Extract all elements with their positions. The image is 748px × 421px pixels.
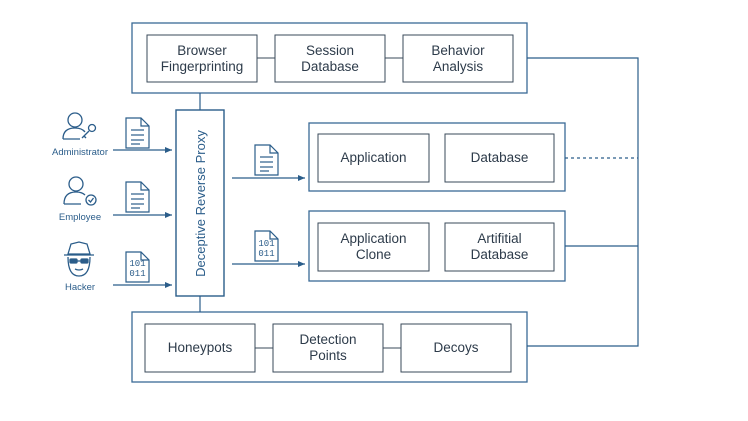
binary-line-2: 011 — [258, 249, 275, 259]
application-clone-box — [317, 222, 430, 272]
session-database-box — [274, 34, 386, 83]
administrator-caption: Administrator — [52, 147, 108, 158]
hacker-icon — [64, 241, 94, 277]
administrator-icon — [62, 112, 97, 140]
binary-document-icon — [125, 251, 150, 283]
session-database-label: Session Database — [301, 42, 359, 74]
document-icon — [254, 144, 279, 176]
binary-text-clone: 101 011 — [255, 239, 278, 259]
artificial-database-box — [444, 222, 555, 272]
behavior-analysis-label: Behavior Analysis — [431, 42, 485, 74]
binary-line-1: 101 — [129, 259, 146, 269]
document-icon — [125, 181, 150, 213]
real-backend-box — [308, 122, 566, 192]
honeypots-box — [144, 323, 256, 373]
employee-caption: Employee — [58, 212, 102, 223]
binary-line-2: 011 — [129, 269, 146, 279]
document-icon — [125, 117, 150, 149]
application-box — [317, 133, 430, 183]
browser-fingerprinting-label: Browser Fingerprinting — [160, 42, 244, 74]
proxy-label-text: Deceptive Reverse Proxy — [192, 129, 208, 277]
application-label: Application — [340, 150, 407, 165]
binary-text-hacker: 101 011 — [126, 259, 149, 279]
decoys-box — [400, 323, 512, 373]
detection-points-label: Detection Points — [299, 332, 357, 363]
binary-document-icon — [254, 230, 279, 262]
artificial-database-label: Artifitial Database — [470, 231, 529, 262]
right-bus-line — [527, 57, 639, 347]
proxy-label: Deceptive Reverse Proxy — [176, 110, 224, 296]
application-clone-label: Application Clone — [340, 231, 407, 262]
hacker-caption: Hacker — [64, 282, 96, 293]
behavior-analysis-box — [402, 34, 514, 83]
bottom-group-box — [131, 311, 528, 383]
binary-line-1: 101 — [258, 239, 275, 249]
database-label: Database — [470, 150, 529, 165]
honeypots-label: Honeypots — [167, 340, 233, 355]
employee-icon — [63, 176, 97, 206]
decoys-label: Decoys — [433, 340, 479, 355]
database-box — [444, 133, 555, 183]
